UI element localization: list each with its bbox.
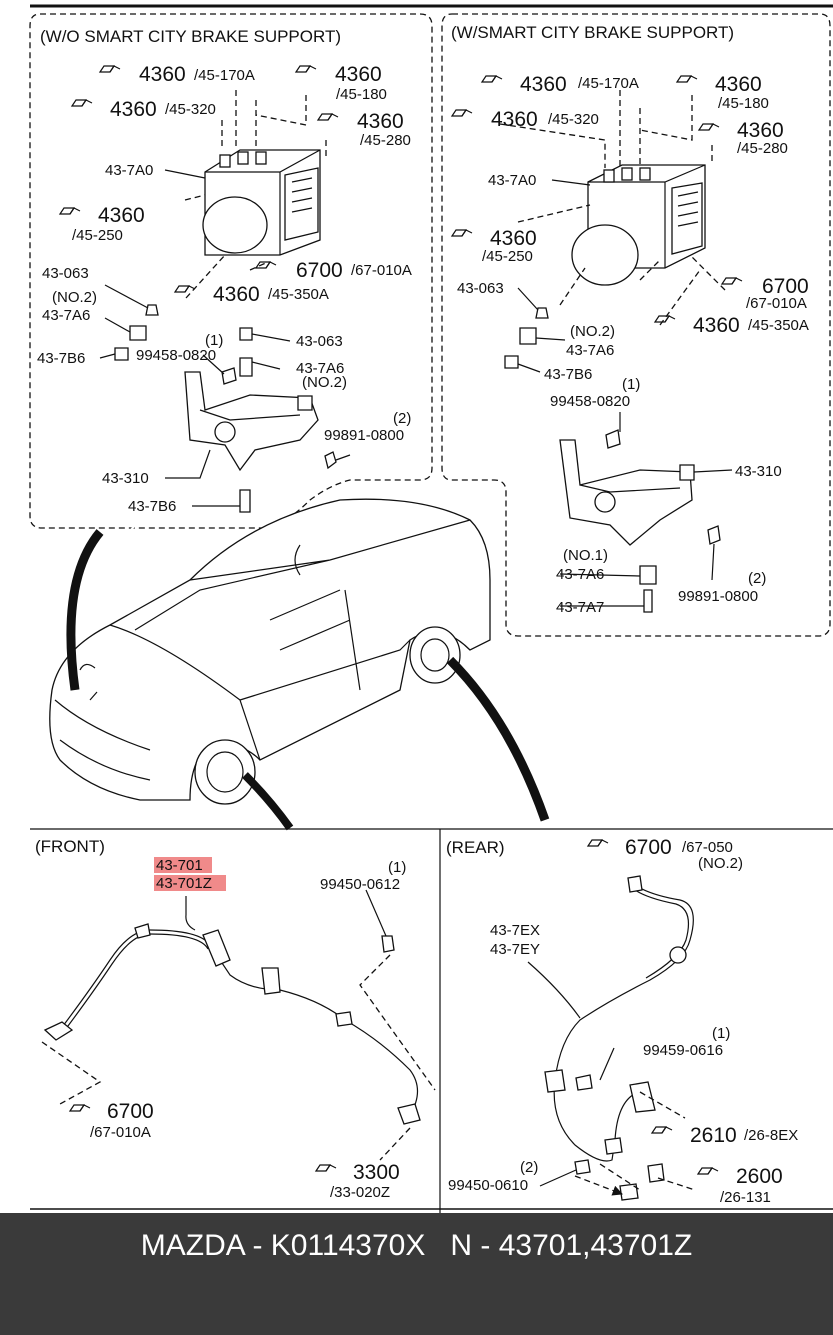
- svg-text:/45-350A: /45-350A: [268, 286, 329, 303]
- svg-text:43-310: 43-310: [102, 470, 149, 487]
- svg-text:/45-280: /45-280: [360, 132, 411, 149]
- svg-text:4360: 4360: [520, 73, 567, 96]
- car-illustration: [49, 498, 550, 831]
- svg-text:(NO.2): (NO.2): [698, 855, 743, 872]
- svg-text:43-7A6: 43-7A6: [556, 566, 604, 583]
- svg-text:/67-010A: /67-010A: [351, 262, 412, 279]
- svg-text:/45-280: /45-280: [737, 140, 788, 157]
- svg-text:/45-350A: /45-350A: [748, 317, 809, 334]
- svg-text:6700: 6700: [296, 259, 343, 282]
- rear-labels: 6700/67-050(NO.2) 43-7EX 43-7EY (1)99459…: [448, 836, 798, 1206]
- section-title-front: (FRONT): [35, 837, 105, 856]
- svg-text:99450-0612: 99450-0612: [320, 876, 400, 893]
- rear-abs-sensor: [527, 875, 696, 1200]
- svg-text:(NO.2): (NO.2): [570, 323, 615, 340]
- svg-text:4360: 4360: [491, 108, 538, 131]
- svg-text:43-7A0: 43-7A0: [105, 162, 153, 179]
- svg-text:4360: 4360: [213, 283, 260, 306]
- section-title-wo-scbs: (W/O SMART CITY BRAKE SUPPORT): [40, 27, 341, 46]
- svg-text:(1): (1): [388, 859, 406, 876]
- svg-text:2600: 2600: [736, 1165, 783, 1188]
- svg-text:6700: 6700: [625, 836, 672, 859]
- svg-text:99891-0800: 99891-0800: [324, 427, 404, 444]
- svg-text:(1): (1): [712, 1025, 730, 1042]
- highlight-43701: [154, 857, 212, 873]
- section-title-w-scbs: (W/SMART CITY BRAKE SUPPORT): [451, 23, 734, 42]
- w-scbs-labels: 4360/45-170A 4360/45-180 4360/45-320 436…: [451, 73, 809, 616]
- svg-text:/67-050: /67-050: [682, 839, 733, 856]
- svg-text:99458-0820: 99458-0820: [136, 347, 216, 364]
- svg-text:/45-250: /45-250: [482, 248, 533, 265]
- highlight-43701z: [154, 875, 226, 891]
- front-abs-sensor: [41, 889, 436, 1161]
- svg-text:/33-020Z: /33-020Z: [330, 1184, 390, 1201]
- footer-bar: MAZDA - K0114370X N - 43701,43701Z: [0, 1213, 833, 1335]
- svg-text:43-701: 43-701: [156, 857, 203, 874]
- svg-text:99450-0610: 99450-0610: [448, 1177, 528, 1194]
- svg-text:(NO.1): (NO.1): [563, 547, 608, 564]
- svg-text:/45-180: /45-180: [336, 86, 387, 103]
- svg-text:/26-131: /26-131: [720, 1189, 771, 1206]
- svg-text:(1): (1): [622, 376, 640, 393]
- svg-text:43-7A6: 43-7A6: [296, 360, 344, 377]
- svg-text:43-7B6: 43-7B6: [544, 366, 592, 383]
- svg-text:4360: 4360: [693, 314, 740, 337]
- svg-text:43-310: 43-310: [735, 463, 782, 480]
- svg-text:6700: 6700: [762, 275, 809, 298]
- svg-text:4360: 4360: [715, 73, 762, 96]
- svg-text:43-063: 43-063: [296, 333, 343, 350]
- svg-text:/45-250: /45-250: [72, 227, 123, 244]
- w-scbs-panel-border: [441, 13, 831, 637]
- abs-unit-left: [202, 149, 321, 256]
- svg-text:99458-0820: 99458-0820: [550, 393, 630, 410]
- svg-text:(NO.2): (NO.2): [302, 374, 347, 391]
- svg-text:4360: 4360: [357, 110, 404, 133]
- svg-text:43-063: 43-063: [42, 265, 89, 282]
- wo-scbs-panel-border: [29, 13, 433, 529]
- svg-text:/26-8EX: /26-8EX: [744, 1127, 798, 1144]
- svg-text:4360: 4360: [490, 227, 537, 250]
- svg-text:43-7A6: 43-7A6: [42, 307, 90, 324]
- abs-bracket-right: [504, 307, 721, 613]
- svg-text:4360: 4360: [110, 98, 157, 121]
- abs-bracket-left: [114, 304, 337, 513]
- wo-scbs-labels: 4360/45-170A 4360/45-180 4360/45-320 436…: [37, 63, 412, 515]
- svg-text:4360: 4360: [98, 204, 145, 227]
- svg-text:(2): (2): [520, 1159, 538, 1176]
- svg-text:(NO.2): (NO.2): [52, 289, 97, 306]
- svg-text:/45-170A: /45-170A: [578, 75, 639, 92]
- svg-text:2610: 2610: [690, 1124, 737, 1147]
- parts-diagram: (W/O SMART CITY BRAKE SUPPORT) 4360/45-1…: [29, 4, 833, 1213]
- svg-text:(1): (1): [205, 332, 223, 349]
- part-number-caption: MAZDA - K0114370X N - 43701,43701Z: [140, 1229, 693, 1262]
- svg-text:43-7A0: 43-7A0: [488, 172, 536, 189]
- svg-text:43-063: 43-063: [457, 280, 504, 297]
- abs-unit-right: [571, 164, 706, 286]
- svg-text:4360: 4360: [335, 63, 382, 86]
- front-labels: 43-701 43-701Z (1) 99450-0612 6700/67-01…: [69, 857, 406, 1201]
- svg-text:4360: 4360: [737, 119, 784, 142]
- svg-text:/45-320: /45-320: [548, 111, 599, 128]
- svg-text:(2): (2): [748, 570, 766, 587]
- svg-text:/45-180: /45-180: [718, 95, 769, 112]
- svg-text:43-7A6: 43-7A6: [566, 342, 614, 359]
- svg-text:99459-0616: 99459-0616: [643, 1042, 723, 1059]
- svg-text:/67-010A: /67-010A: [90, 1124, 151, 1141]
- svg-text:43-7A7: 43-7A7: [556, 599, 604, 616]
- section-title-rear: (REAR): [446, 838, 505, 857]
- svg-text:99891-0800: 99891-0800: [678, 588, 758, 605]
- svg-text:43-7B6: 43-7B6: [37, 350, 85, 367]
- svg-text:43-7EY: 43-7EY: [490, 941, 540, 958]
- svg-text:43-7B6: 43-7B6: [128, 498, 176, 515]
- svg-text:3300: 3300: [353, 1161, 400, 1184]
- svg-text:43-7EX: 43-7EX: [490, 922, 540, 939]
- svg-text:/45-320: /45-320: [165, 101, 216, 118]
- svg-text:4360: 4360: [139, 63, 186, 86]
- svg-text:(2): (2): [393, 410, 411, 427]
- svg-text:/67-010A: /67-010A: [746, 295, 807, 312]
- svg-text:/45-170A: /45-170A: [194, 67, 255, 84]
- svg-text:6700: 6700: [107, 1100, 154, 1123]
- svg-text:43-701Z: 43-701Z: [156, 875, 212, 892]
